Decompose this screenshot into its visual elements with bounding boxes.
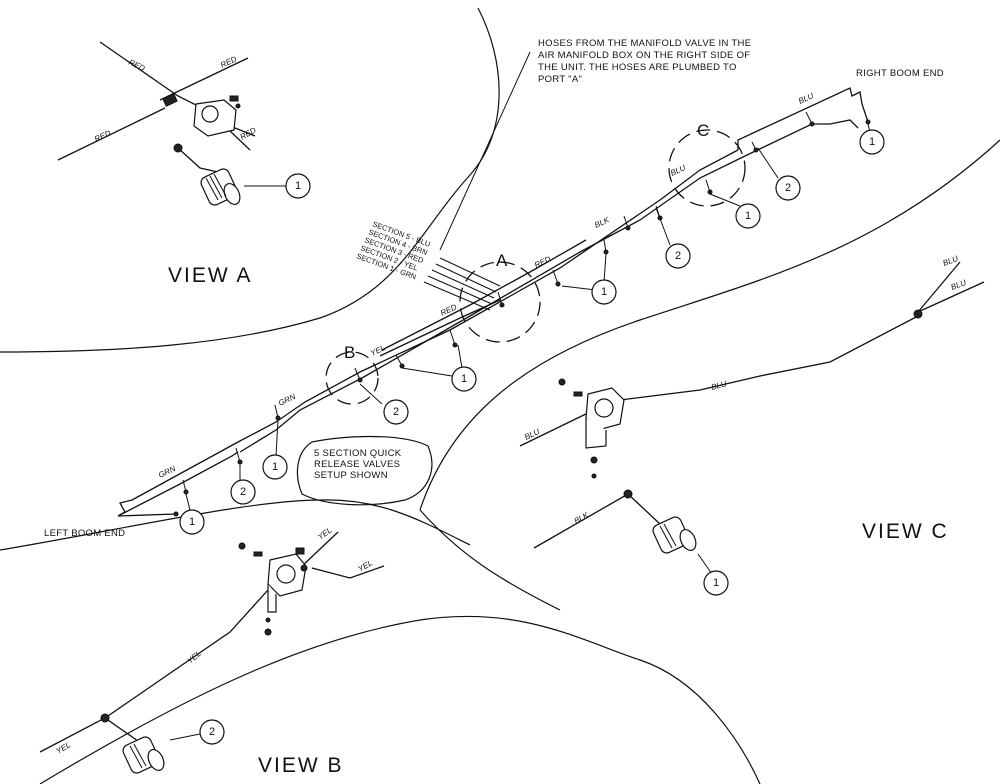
hoses-note-line-4: PORT "A" [538, 74, 582, 85]
svg-text:1: 1 [272, 461, 278, 473]
boundary-middle-diagonal [419, 509, 561, 611]
hose-label-red: RED [127, 58, 146, 73]
detail-label-c: C [697, 121, 709, 140]
hose-label-blu: BLU [950, 278, 968, 292]
main-hose-3 [381, 239, 587, 351]
view-c-valve [558, 309, 923, 499]
view-b-hose-right [311, 565, 385, 579]
setup-note-line-2: RELEASE VALVES [314, 459, 400, 470]
callout-bubble-2: 2 [383, 399, 409, 425]
svg-text:1: 1 [189, 516, 195, 528]
main-hose-4 [379, 299, 501, 357]
view-a-hose-3 [159, 57, 249, 101]
view-a-title: VIEW A [168, 264, 252, 287]
view-b-detail [39, 531, 385, 774]
view-a-hose-2 [57, 107, 166, 161]
view-b-hose-main [39, 589, 269, 753]
setup-note-line-3: SETUP SHOWN [314, 470, 388, 481]
callout-bubble-1: 1 [262, 454, 288, 480]
view-c-hose-upper [917, 261, 961, 313]
view-a-detail [57, 41, 256, 206]
view-c-title: VIEW C [862, 520, 949, 543]
hose-label-blu: BLU [797, 91, 815, 106]
hose-label-blk: BLK [573, 510, 591, 526]
boom-fittings [173, 111, 871, 517]
view-c-hose-upper-2 [917, 281, 985, 313]
hose-label-red: RED [533, 254, 552, 269]
boom-hose-bundle [117, 51, 871, 517]
callout-bubble-1: 1 [451, 366, 477, 392]
hose-label-yel: YEL [186, 649, 203, 666]
callout-bubble-1: 1 [179, 509, 205, 535]
hose-label-blk: BLK [593, 215, 611, 230]
callout-bubble-2: 2 [199, 719, 225, 745]
callout-bubbles: 1 1 2 1 2 1 1 2 1 2 1 1 2 [179, 129, 885, 745]
svg-text:2: 2 [675, 250, 681, 262]
hose-label-red: RED [239, 125, 258, 141]
hose-label-blu: BLU [710, 379, 728, 392]
hose-label-yel: YEL [369, 343, 387, 358]
detail-circle-b [325, 351, 379, 405]
callout-bubble-2: 2 [775, 175, 801, 201]
setup-note: 5 SECTION QUICK RELEASE VALVES SETUP SHO… [314, 448, 402, 481]
svg-text:1: 1 [601, 286, 607, 298]
right-boom-end-bracket [737, 87, 869, 150]
hose-label-yel: YEL [357, 558, 375, 573]
hoses-note-line-1: HOSES FROM THE MANIFOLD VALVE IN THE [538, 38, 751, 49]
left-boom-end-bracket [117, 451, 239, 517]
view-b-valve [100, 542, 308, 723]
svg-text:1: 1 [869, 136, 875, 148]
callout-leaders [169, 123, 871, 741]
callout-bubble-2: 2 [665, 243, 691, 269]
left-boom-end-label: LEFT BOOM END [44, 528, 125, 539]
note-leader-line [439, 51, 531, 251]
view-a-valve [162, 93, 241, 153]
region-boundaries [0, 7, 1000, 784]
hoses-note-line-3: THE UNIT. THE HOSES ARE PLUMBED TO [538, 62, 737, 73]
svg-text:1: 1 [745, 210, 751, 222]
boundary-right-curve [419, 139, 1000, 511]
view-b-title: VIEW B [258, 754, 344, 777]
view-c-hose-left [519, 411, 591, 447]
view-c-nozzle [652, 516, 697, 554]
hoses-note-line-2: AIR MANIFOLD BOX ON THE RIGHT SIDE OF [538, 50, 750, 61]
detail-circle-a [459, 261, 541, 343]
svg-text:1: 1 [295, 180, 301, 192]
setup-note-outline [296, 435, 433, 506]
detail-label-a: A [496, 251, 508, 270]
right-boom-end-label: RIGHT BOOM END [856, 68, 944, 79]
view-c-hose-right [619, 315, 919, 401]
boundary-view-b-lower [39, 615, 761, 784]
hose-label-red: RED [93, 128, 112, 143]
svg-text:2: 2 [209, 726, 215, 738]
view-b-hose-upper [299, 531, 339, 569]
detail-circle-c [668, 129, 746, 207]
svg-text:2: 2 [393, 406, 399, 418]
hoses-note: HOSES FROM THE MANIFOLD VALVE IN THE AIR… [538, 38, 751, 85]
hose-label-blu: BLU [669, 163, 687, 178]
detail-label-b: B [344, 343, 355, 362]
callout-bubble-2: 2 [230, 479, 256, 505]
svg-text:2: 2 [240, 486, 246, 498]
callout-bubble-1: 1 [703, 570, 729, 596]
view-c-hose-blk [533, 493, 629, 549]
callout-bubble-1: 1 [735, 203, 761, 229]
main-hose-2 [239, 155, 746, 453]
view-a-nozzle [200, 168, 241, 206]
view-b-nozzle [122, 736, 165, 774]
section-labels: SECTION 5 - BLU SECTION 4 - BRN SECTION … [355, 219, 431, 281]
view-c-detail [519, 261, 985, 554]
main-hose-1 [131, 149, 739, 501]
callout-bubble-1: 1 [859, 129, 885, 155]
callout-bubble-1: 1 [285, 173, 311, 199]
svg-text:2: 2 [785, 182, 791, 194]
boundary-upper-curve [0, 7, 500, 353]
svg-text:1: 1 [713, 577, 719, 589]
hose-label-grn: GRN [277, 392, 297, 408]
setup-note-line-1: 5 SECTION QUICK [314, 448, 402, 459]
callout-bubble-1: 1 [591, 279, 617, 305]
svg-text:1: 1 [461, 373, 467, 385]
boundary-view-b-upper [0, 499, 471, 551]
